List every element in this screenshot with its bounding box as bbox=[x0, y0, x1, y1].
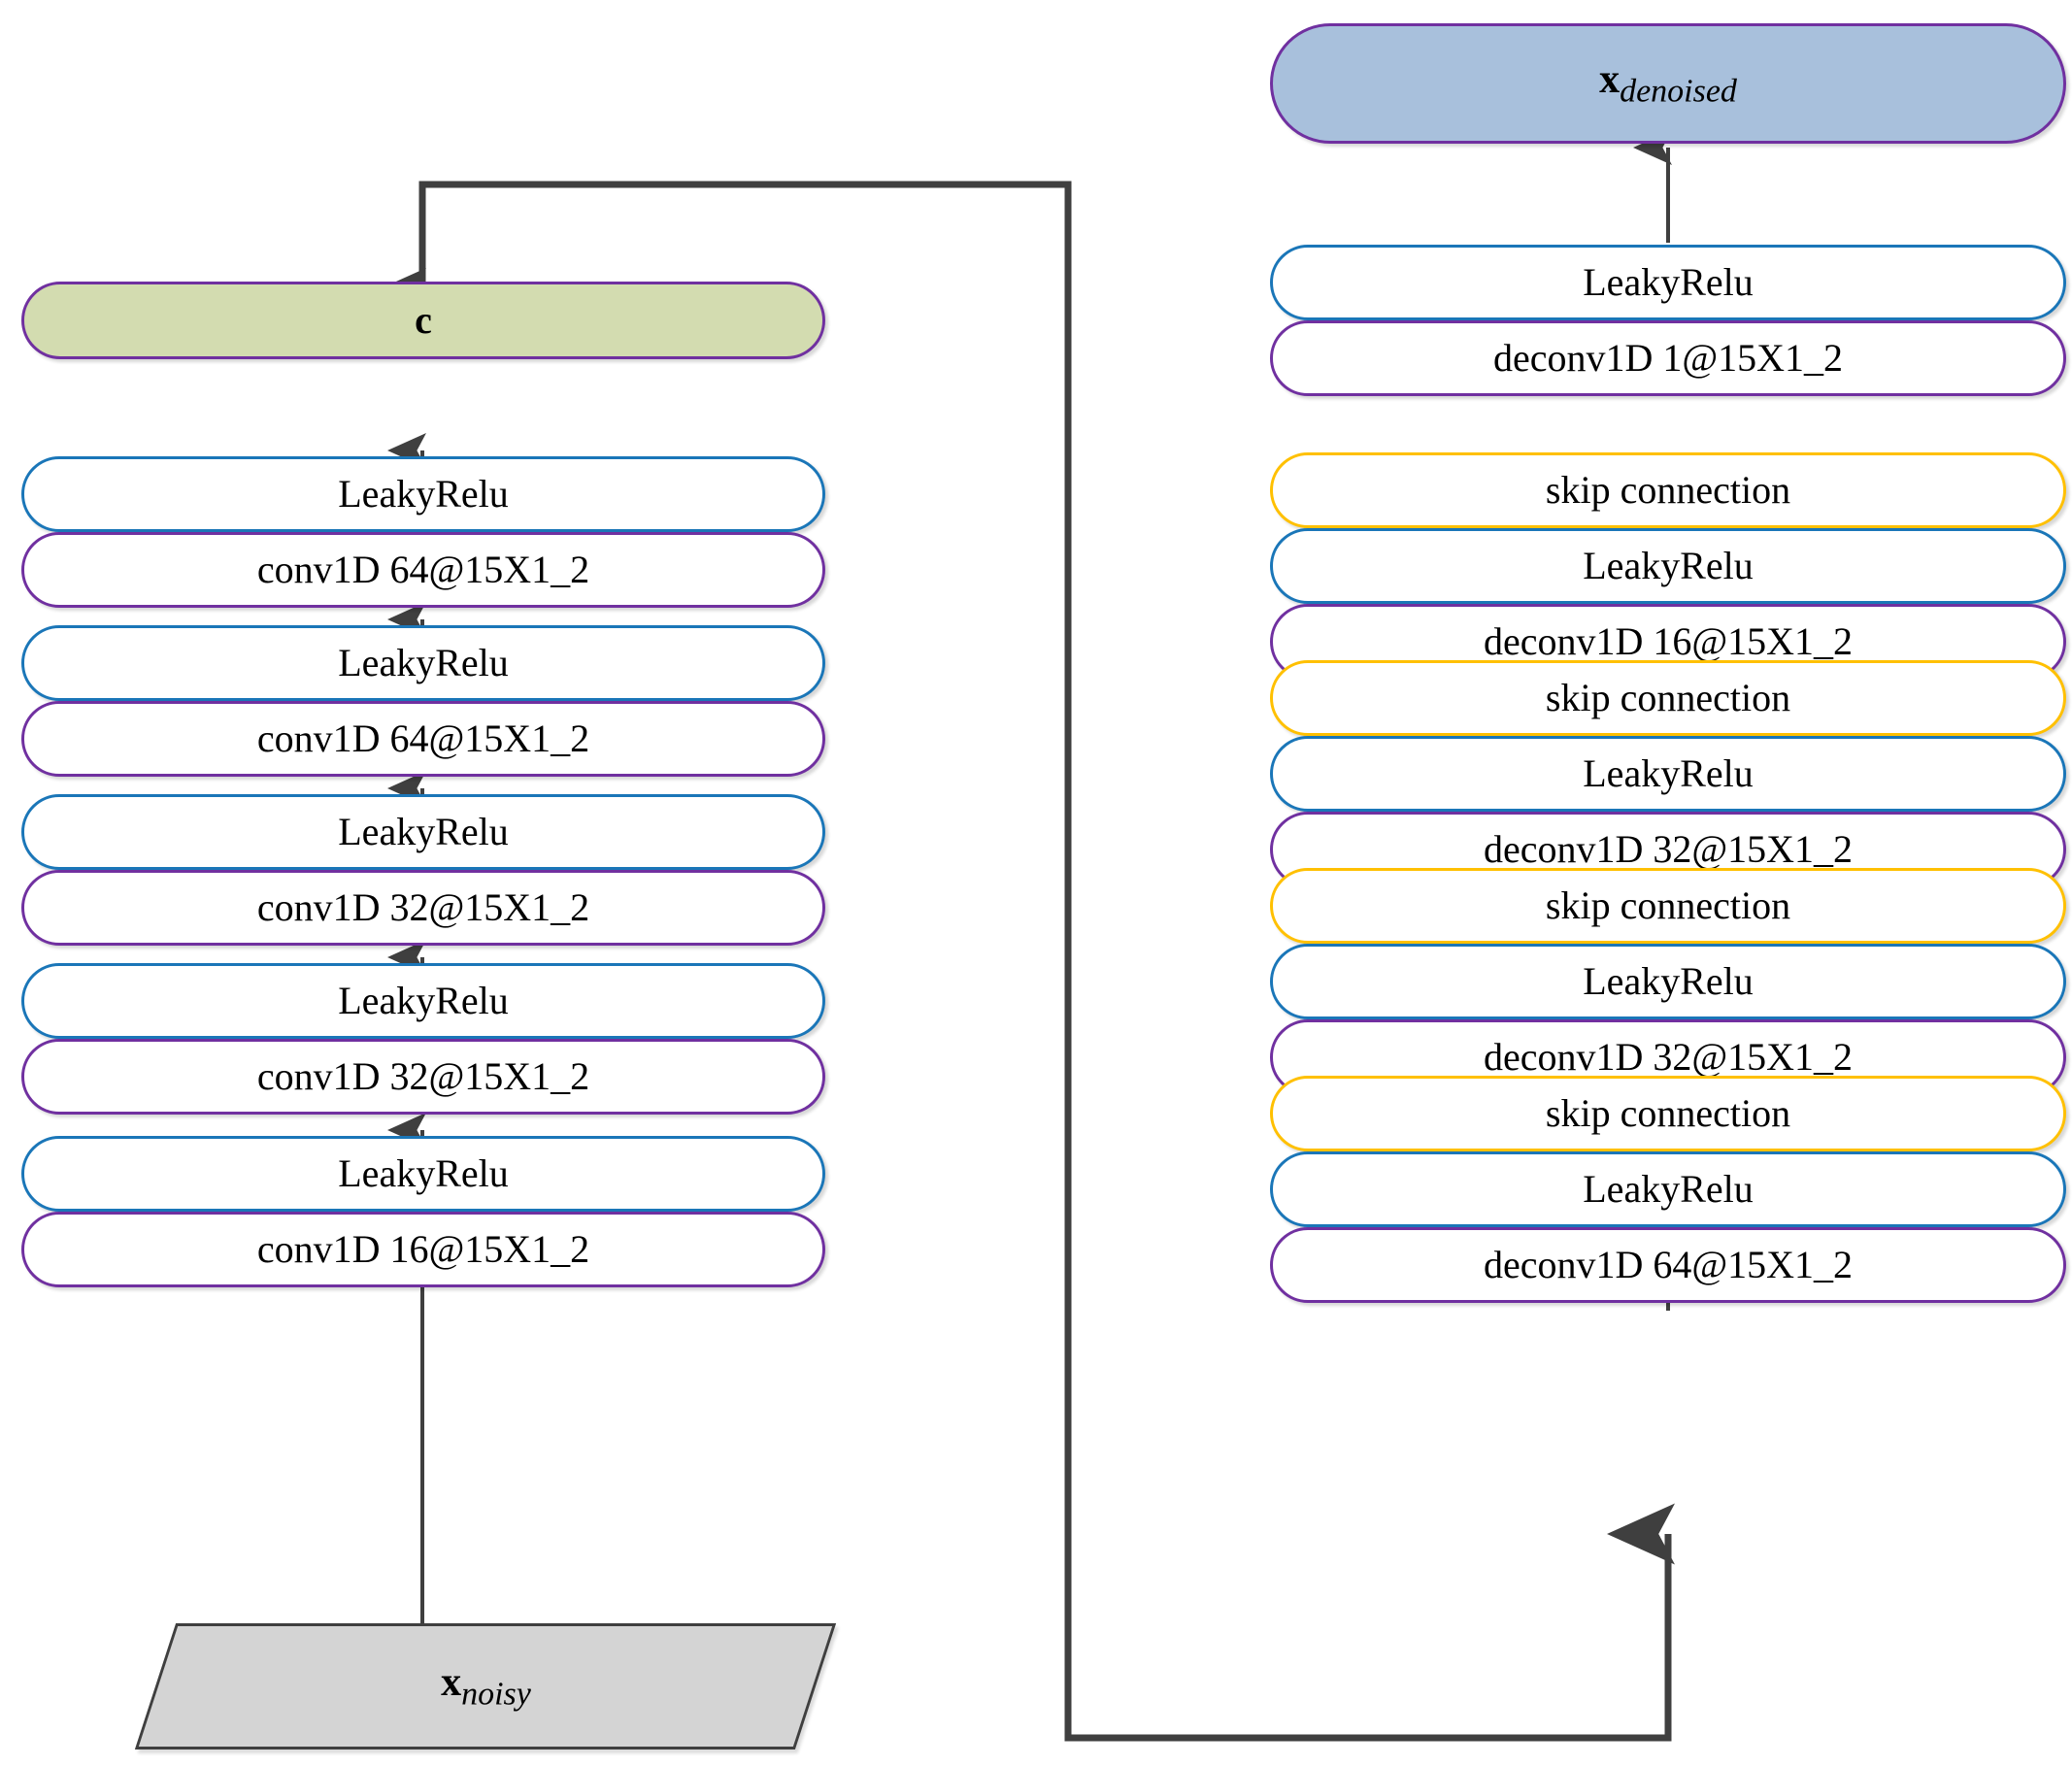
input-node-x-noisy[interactable]: xnoisy bbox=[134, 1623, 837, 1749]
decoder-deconv-5[interactable]: deconv1D 64@15X1_2 bbox=[1270, 1227, 2066, 1303]
encoder-conv-1-label: conv1D 64@15X1_2 bbox=[256, 548, 590, 591]
encoder-relu-3[interactable]: LeakyRelu bbox=[21, 794, 825, 870]
encoder-conv-3[interactable]: conv1D 32@15X1_2 bbox=[21, 870, 825, 946]
encoder-relu-2[interactable]: LeakyRelu bbox=[21, 625, 825, 701]
decoder-skip-3-label: skip connection bbox=[1545, 676, 1791, 719]
encoder-relu-3-label: LeakyRelu bbox=[338, 810, 509, 853]
encoder-conv-5[interactable]: conv1D 16@15X1_2 bbox=[21, 1212, 825, 1287]
encoder-conv-3-label: conv1D 32@15X1_2 bbox=[256, 885, 590, 929]
encoder-relu-4-label: LeakyRelu bbox=[338, 979, 509, 1022]
decoder-relu-3-label: LeakyRelu bbox=[1583, 751, 1754, 795]
decoder-skip-4[interactable]: skip connection bbox=[1270, 868, 2066, 944]
encoder-relu-5-label: LeakyRelu bbox=[338, 1151, 509, 1195]
input-node-label: xnoisy bbox=[441, 1659, 531, 1714]
decoder-relu-5-label: LeakyRelu bbox=[1583, 1167, 1754, 1211]
encoder-conv-5-label: conv1D 16@15X1_2 bbox=[256, 1227, 590, 1271]
decoder-deconv-1[interactable]: deconv1D 1@15X1_2 bbox=[1270, 320, 2066, 396]
decoder-skip-4-label: skip connection bbox=[1545, 883, 1791, 927]
decoder-deconv-4-label: deconv1D 32@15X1_2 bbox=[1483, 1035, 1854, 1079]
decoder-skip-2[interactable]: skip connection bbox=[1270, 452, 2066, 528]
output-var: x bbox=[1599, 56, 1621, 102]
encoder-relu-1[interactable]: LeakyRelu bbox=[21, 456, 825, 532]
encoder-relu-1-label: LeakyRelu bbox=[338, 472, 509, 516]
output-node-x-denoised[interactable]: xdenoised bbox=[1270, 23, 2066, 144]
decoder-skip-5-label: skip connection bbox=[1545, 1091, 1791, 1135]
decoder-deconv-5-label: deconv1D 64@15X1_2 bbox=[1483, 1243, 1854, 1286]
decoder-skip-3[interactable]: skip connection bbox=[1270, 660, 2066, 736]
encoder-relu-4[interactable]: LeakyRelu bbox=[21, 963, 825, 1039]
concat-label: c bbox=[415, 298, 432, 342]
encoder-conv-4[interactable]: conv1D 32@15X1_2 bbox=[21, 1039, 825, 1115]
decoder-skip-5[interactable]: skip connection bbox=[1270, 1076, 2066, 1151]
decoder-deconv-2-label: deconv1D 16@15X1_2 bbox=[1483, 619, 1854, 663]
encoder-conv-2[interactable]: conv1D 64@15X1_2 bbox=[21, 701, 825, 777]
encoder-relu-2-label: LeakyRelu bbox=[338, 641, 509, 684]
decoder-relu-1[interactable]: LeakyRelu bbox=[1270, 245, 2066, 320]
decoder-skip-2-label: skip connection bbox=[1545, 468, 1791, 512]
decoder-relu-5[interactable]: LeakyRelu bbox=[1270, 1151, 2066, 1227]
decoder-relu-2-label: LeakyRelu bbox=[1583, 544, 1754, 587]
decoder-relu-4[interactable]: LeakyRelu bbox=[1270, 944, 2066, 1019]
encoder-conv-2-label: conv1D 64@15X1_2 bbox=[256, 716, 590, 760]
input-var: x bbox=[440, 1660, 461, 1706]
wire-concat-to-decoder bbox=[418, 181, 1675, 1742]
input-subscript: noisy bbox=[460, 1676, 531, 1713]
encoder-conv-1[interactable]: conv1D 64@15X1_2 bbox=[21, 532, 825, 608]
encoder-relu-5[interactable]: LeakyRelu bbox=[21, 1136, 825, 1212]
encoder-conv-4-label: conv1D 32@15X1_2 bbox=[256, 1054, 590, 1098]
decoder-relu-2[interactable]: LeakyRelu bbox=[1270, 528, 2066, 604]
output-subscript: denoised bbox=[1620, 73, 1737, 110]
output-node-label: xdenoised bbox=[1599, 59, 1737, 109]
decoder-relu-1-label: LeakyRelu bbox=[1583, 260, 1754, 304]
decoder-relu-4-label: LeakyRelu bbox=[1583, 959, 1754, 1003]
decoder-deconv-1-label: deconv1D 1@15X1_2 bbox=[1492, 336, 1844, 380]
decoder-deconv-3-label: deconv1D 32@15X1_2 bbox=[1483, 827, 1854, 871]
decoder-relu-3[interactable]: LeakyRelu bbox=[1270, 736, 2066, 812]
concat-node[interactable]: c bbox=[21, 282, 825, 359]
